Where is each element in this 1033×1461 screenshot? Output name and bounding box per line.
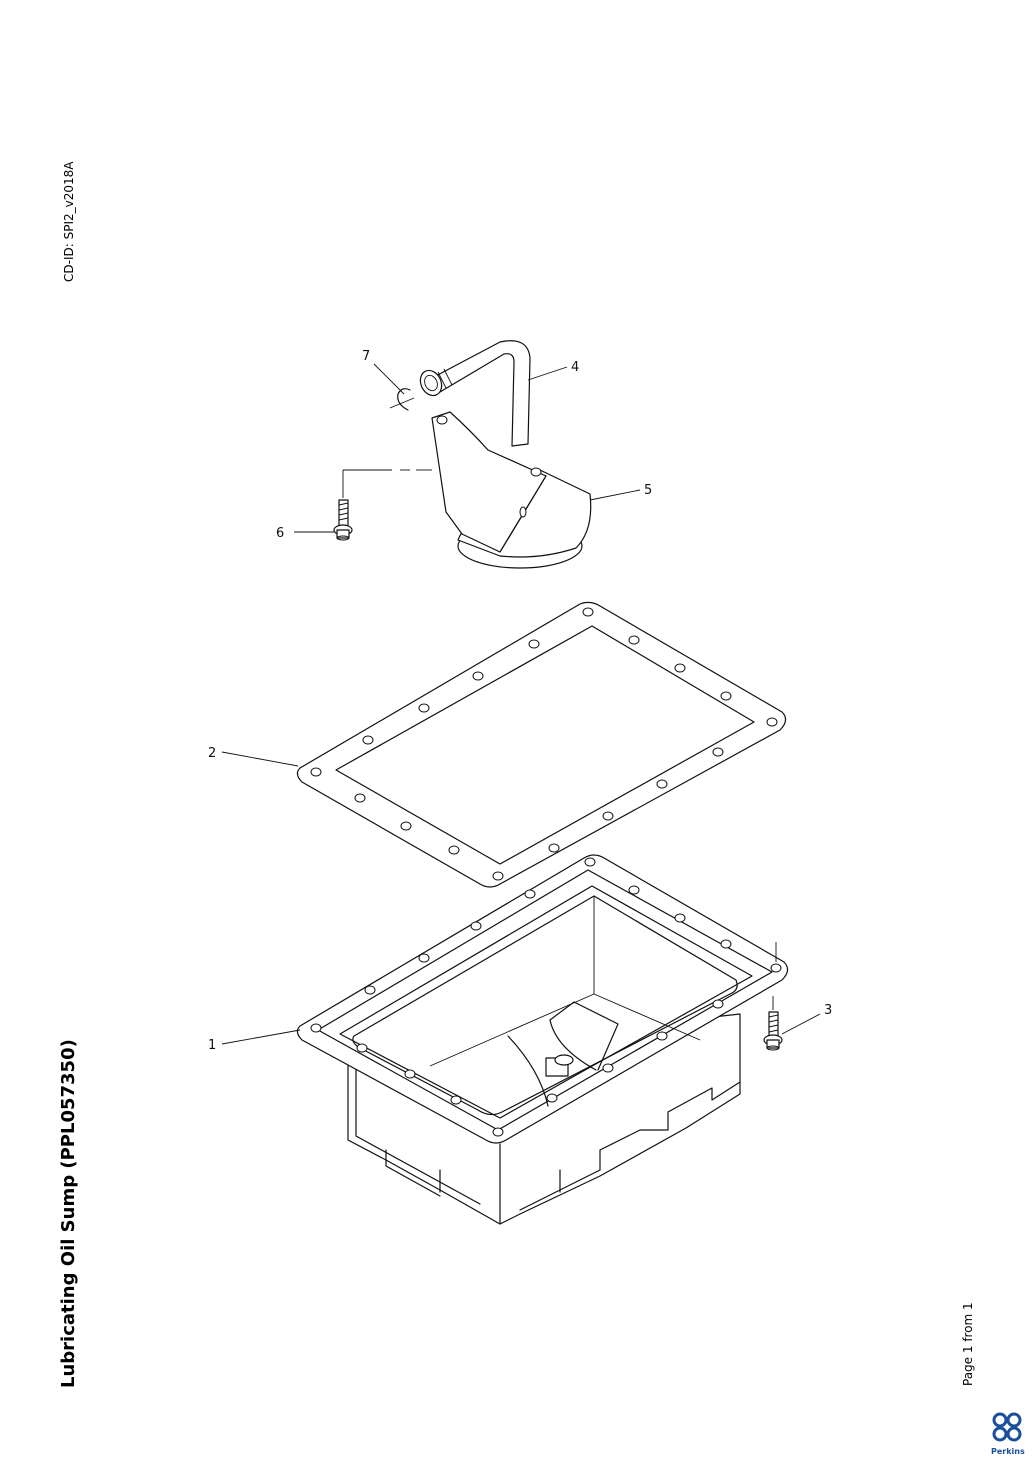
oil-sump-part-1: [296, 854, 789, 1225]
strainer-part-5: [431, 411, 592, 569]
bolt-part-6: [333, 469, 432, 541]
gasket-bolt-holes: [310, 607, 778, 881]
bolt-part-3: [763, 996, 783, 1051]
callout-labels: 7 4 5 6 2 1 3: [208, 349, 832, 1053]
brand-wordmark: Perkins: [991, 1447, 1025, 1456]
callout-7: 7: [362, 349, 370, 364]
callout-6: 6: [276, 526, 284, 541]
gasket-part-2: [296, 601, 787, 888]
callout-4: 4: [571, 360, 579, 375]
perkins-logo: Perkins: [991, 1412, 1025, 1456]
callout-5: 5: [644, 483, 652, 498]
callout-3: 3: [824, 1003, 832, 1018]
callout-2: 2: [208, 746, 216, 761]
perkins-logo-mark: [992, 1412, 1022, 1442]
leader-lines: [221, 363, 821, 1045]
sump-bolt-holes: [310, 857, 782, 1137]
callout-1: 1: [208, 1038, 216, 1053]
clip-part-7: [389, 388, 415, 411]
suction-pipe-part-4: [419, 340, 531, 447]
